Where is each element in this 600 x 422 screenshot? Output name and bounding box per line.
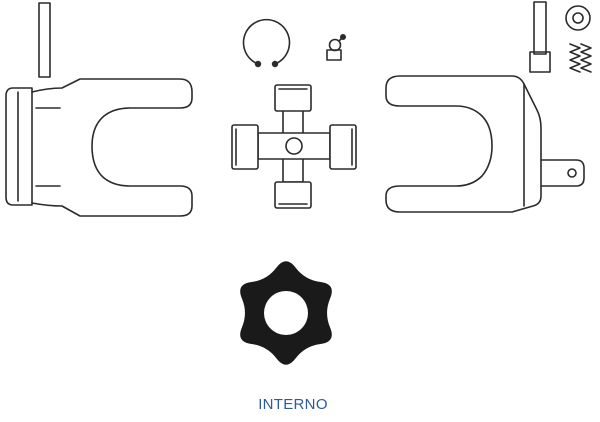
spring-icon xyxy=(569,43,592,73)
right-yoke-icon xyxy=(385,75,585,213)
bolt-icon xyxy=(529,1,551,73)
cross-journal-icon xyxy=(231,84,357,209)
star-profile-icon xyxy=(240,261,332,365)
left-yoke-icon xyxy=(5,78,193,217)
profile-caption: INTERNO xyxy=(258,396,328,413)
washer-icon xyxy=(565,5,591,31)
pin-icon xyxy=(38,2,51,78)
grease-nipple-icon xyxy=(326,34,346,61)
circlip-icon xyxy=(242,18,291,68)
